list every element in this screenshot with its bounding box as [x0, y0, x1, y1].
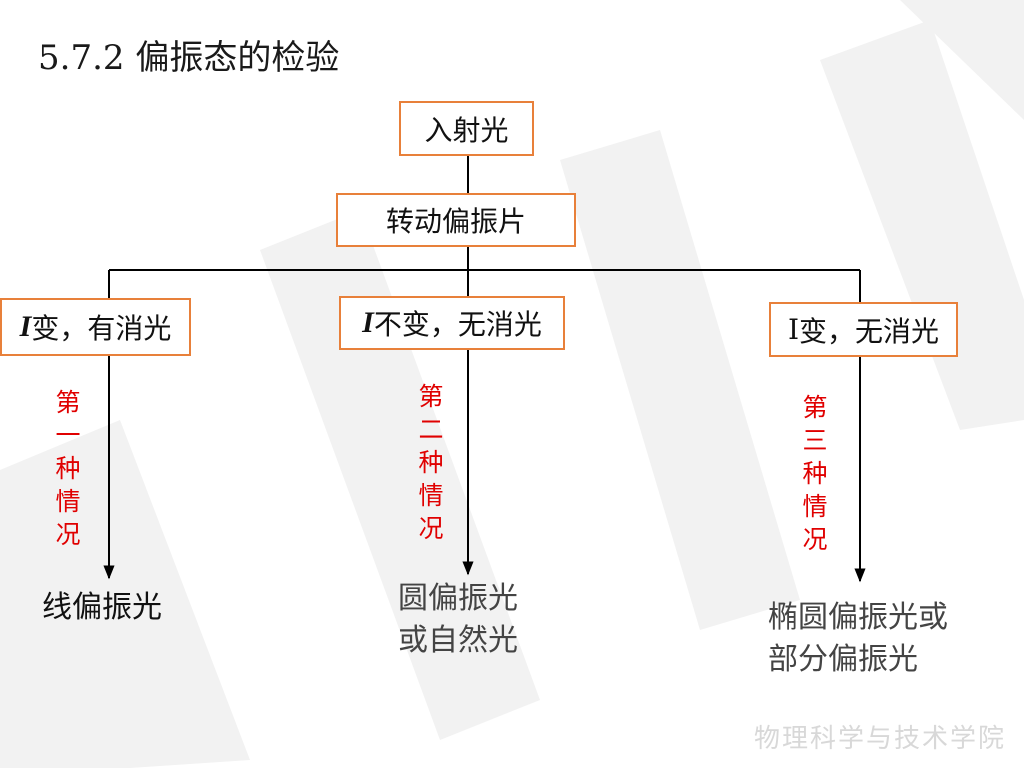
- case-2-result: 圆偏振光 或自然光: [398, 578, 518, 662]
- result-line: 圆偏振光: [398, 581, 518, 616]
- case-3-label: 第三种情况: [802, 393, 828, 554]
- footer-institution: 物理科学与技术学院: [753, 724, 1006, 754]
- incident-light-box: 入射光: [399, 101, 534, 156]
- case-1-result: 线偏振光: [42, 587, 162, 629]
- result-line: 椭圆偏振光或: [768, 600, 948, 635]
- case-2-label: 第二种情况: [418, 382, 444, 543]
- intensity-symbol: I: [787, 313, 800, 346]
- page-title: 5.7.2 偏振态的检验: [38, 38, 340, 78]
- case-1-label: 第一种情况: [55, 388, 81, 549]
- intensity-symbol: I: [19, 310, 32, 343]
- result-line: 线偏振光: [42, 590, 162, 625]
- result-line: 或自然光: [398, 623, 518, 658]
- rotate-polarizer-box: 转动偏振片: [336, 193, 576, 247]
- case-3-result: 椭圆偏振光或 部分偏振光: [768, 597, 948, 681]
- result-line: 部分偏振光: [768, 642, 918, 677]
- intensity-symbol: I: [362, 306, 374, 339]
